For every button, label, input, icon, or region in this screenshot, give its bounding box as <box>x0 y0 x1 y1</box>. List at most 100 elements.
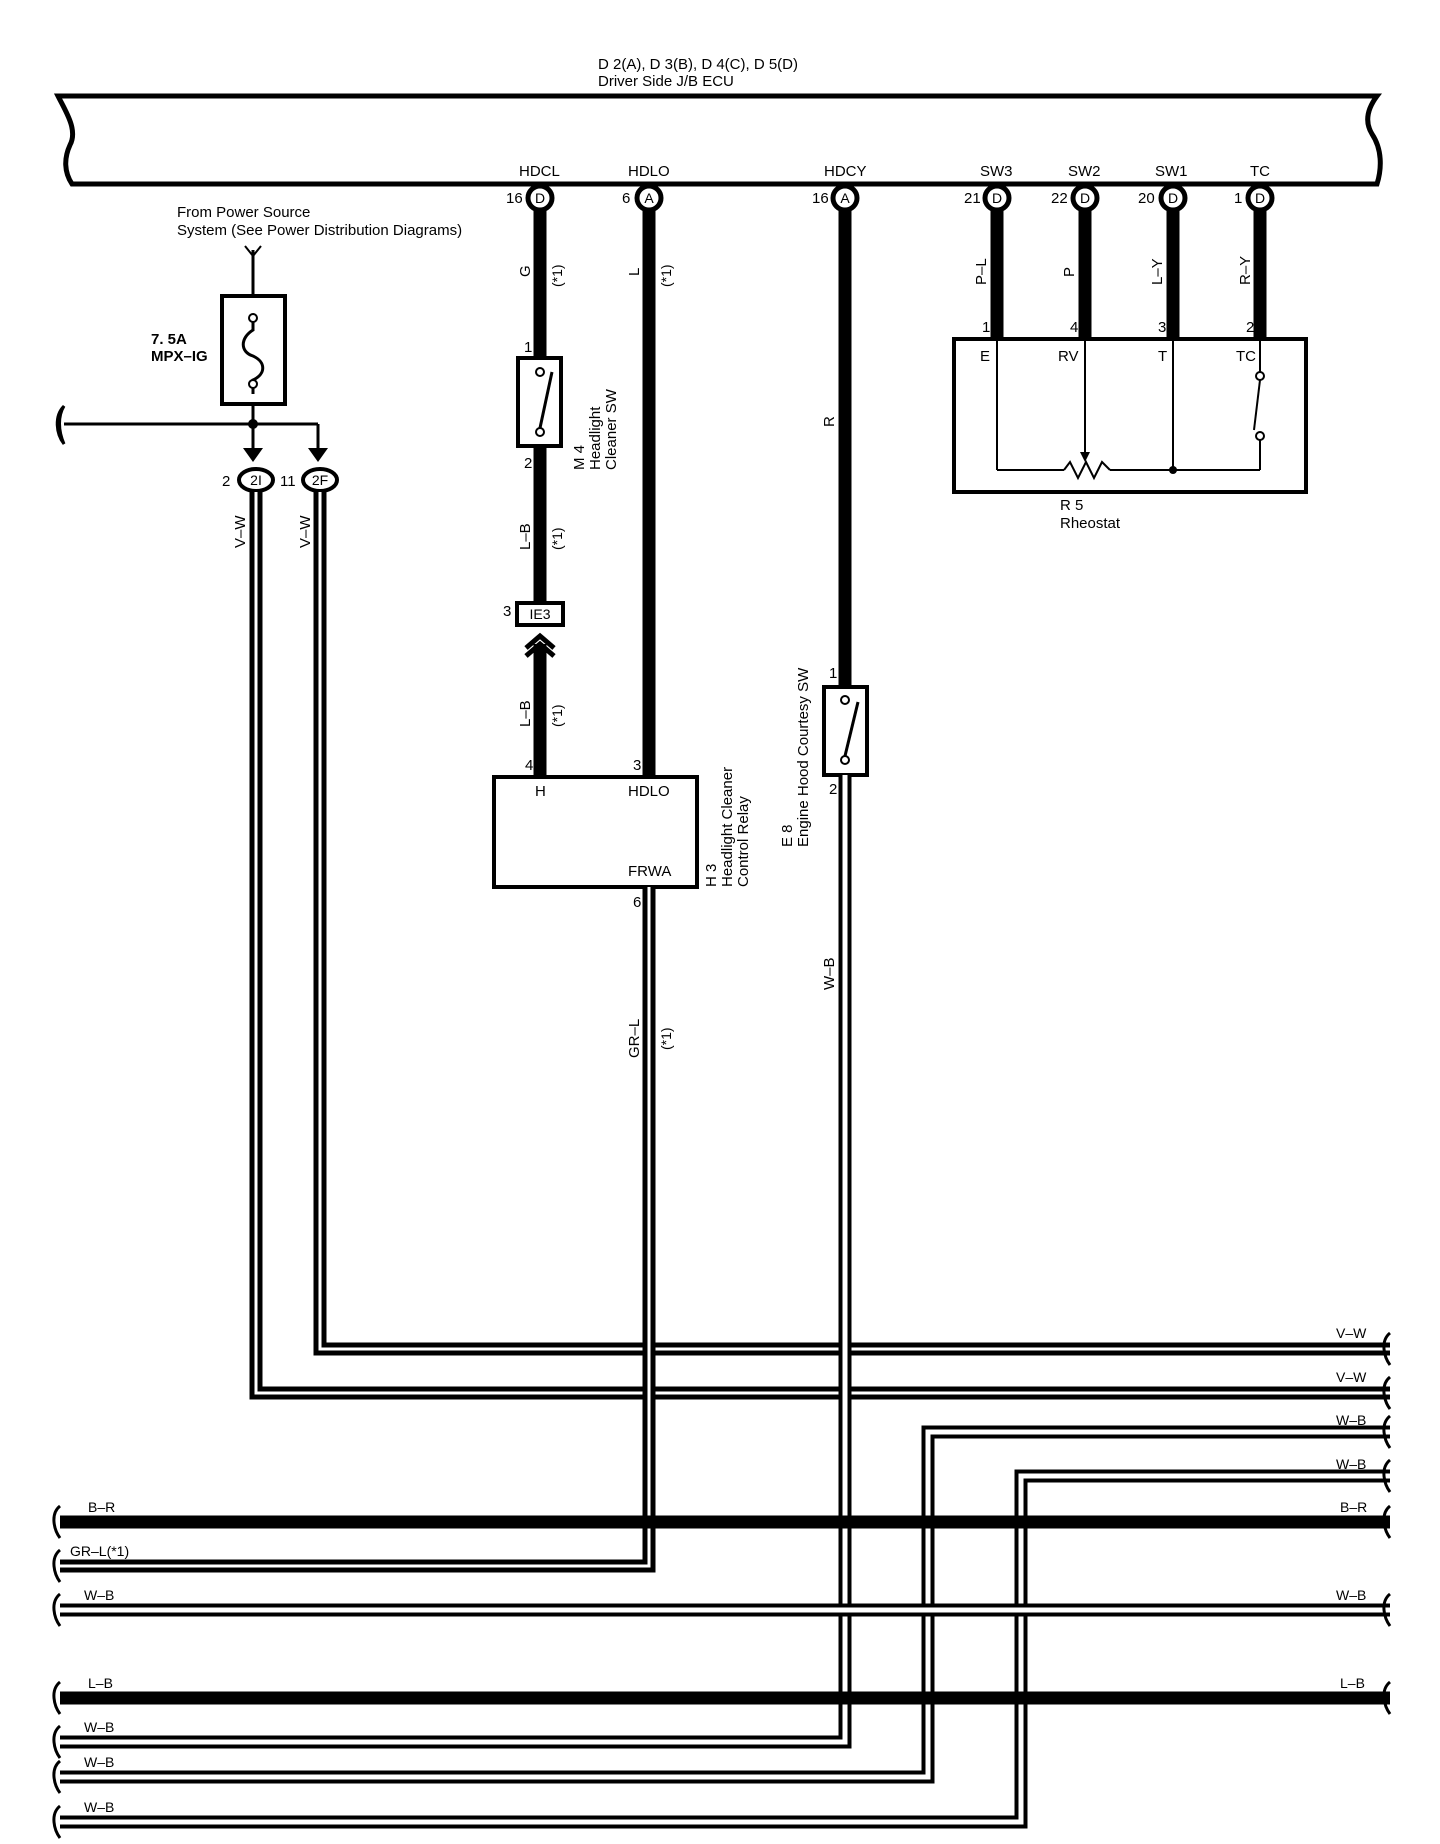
hood-sw-name: Engine Hood Courtesy SW <box>795 667 812 847</box>
bus-label-right-wb-3: W–B <box>1336 1587 1366 1603</box>
wire-label-g: G <box>517 265 534 277</box>
bus-label-right-lb: L–B <box>1340 1675 1365 1691</box>
rheostat-pin-t: 3 <box>1158 319 1166 336</box>
wire-label-l: L <box>626 268 643 276</box>
bus-label-left-wb-3: W–B <box>84 1754 114 1770</box>
terminal-sw3-pin: 21 <box>964 190 981 207</box>
connector-ie3-label: IE3 <box>529 606 550 622</box>
terminal-hdcl-conn: D <box>535 190 545 206</box>
ecu-connector-list: D 2(A), D 3(B), D 4(C), D 5(D) <box>598 56 798 73</box>
relay-ref: H 3 <box>703 864 720 887</box>
bus-label-left-wb-4: W–B <box>84 1799 114 1815</box>
rheostat-term-t: T <box>1158 348 1167 365</box>
wire-label-lb-lower: L–B <box>517 700 534 727</box>
terminal-hdlo-conn: A <box>644 190 654 206</box>
terminal-sw1-pin: 20 <box>1138 190 1155 207</box>
fuse-name: MPX–IG <box>151 348 208 365</box>
bus-label-right-vw-2: V–W <box>1336 1369 1367 1385</box>
connector-2f-label: 2F <box>312 472 328 488</box>
bus-label-left-br: B–R <box>88 1499 115 1515</box>
connector-2i-pin: 2 <box>222 473 230 490</box>
rheostat-circuit: SW3 21 D P–L SW2 22 D P SW1 20 D L–Y TC … <box>952 163 1308 532</box>
relay-term-hdlo: HDLO <box>628 783 670 800</box>
terminal-hdlo-pin: 6 <box>622 190 630 207</box>
rheostat-ref: R 5 <box>1060 497 1083 514</box>
connector-ie3 <box>515 601 565 627</box>
relay-name: Headlight Cleaner <box>719 767 736 887</box>
relay-pin-h: 4 <box>525 757 533 774</box>
power-feed: From Power Source System (See Power Dist… <box>55 204 462 493</box>
wire-label-grl-note: (*1) <box>658 1027 674 1050</box>
bus-label-left-lb: L–B <box>88 1675 113 1691</box>
wire-label-ry: R–Y <box>1237 256 1254 285</box>
wire-label-grl: GR–L <box>626 1019 643 1058</box>
bus-label-right-wb-1: W–B <box>1336 1412 1366 1428</box>
wire-wb-hood <box>60 775 852 1749</box>
terminal-hdcy-conn: A <box>840 190 850 206</box>
rheostat-pin-tc: 2 <box>1246 319 1254 336</box>
rheostat-pin-rv: 4 <box>1070 319 1078 336</box>
bus-label-left-wb-1: W–B <box>84 1587 114 1603</box>
terminal-sw3: SW3 <box>980 163 1013 180</box>
terminal-tc-conn: D <box>1255 190 1265 206</box>
hood-sw-pin-1: 1 <box>829 665 837 682</box>
wire-label-lb-upper: L–B <box>517 523 534 550</box>
bus-label-left-wb-2: W–B <box>84 1719 114 1735</box>
rheostat-pin-e: 1 <box>982 319 990 336</box>
rheostat-term-e: E <box>980 348 990 365</box>
fuse-icon <box>241 316 265 394</box>
rheostat-term-rv: RV <box>1058 348 1079 365</box>
ecu-body <box>53 93 1383 187</box>
terminal-hdcl: HDCL <box>519 163 560 180</box>
hdcy-circuit: HDCY 16 A R 1 E 8 Engine Hood Courtesy S… <box>779 163 869 847</box>
hood-sw-ref: E 8 <box>779 824 796 847</box>
terminal-hdcl-pin: 16 <box>506 190 523 207</box>
power-source-label: From Power Source <box>177 204 310 221</box>
relay-name-2: Control Relay <box>735 796 752 887</box>
connector-2f-pin: 11 <box>280 473 296 490</box>
fuse-rating: 7. 5A <box>151 331 187 348</box>
terminal-hdcy: HDCY <box>824 163 867 180</box>
rheostat-box <box>952 337 1308 494</box>
wire-label-g-note: (*1) <box>549 264 565 287</box>
wire-label-wb: W–B <box>821 957 838 990</box>
bus-label-right-vw-1: V–W <box>1336 1325 1367 1341</box>
wire-label-vw-right: V–W <box>297 515 314 548</box>
terminal-tc: TC <box>1250 163 1270 180</box>
break-marks <box>52 1331 1392 1839</box>
terminal-sw2-conn: D <box>1080 190 1090 206</box>
wire-vw-2i <box>249 492 1390 1400</box>
terminal-sw1: SW1 <box>1155 163 1188 180</box>
terminal-tc-pin: 1 <box>1234 190 1242 207</box>
rheostat-term-tc: TC <box>1236 348 1256 365</box>
wire-label-r: R <box>821 416 838 427</box>
power-source-label-2: System (See Power Distribution Diagrams) <box>177 222 462 239</box>
hdlo-circuit: HDLO 6 A L (*1) 3 <box>622 163 674 778</box>
wire-label-l-note: (*1) <box>658 264 674 287</box>
headlight-sw-name-2: Cleaner SW <box>603 388 620 470</box>
connector-2f <box>301 467 339 493</box>
terminal-hdcy-pin: 16 <box>812 190 829 207</box>
terminal-sw2-pin: 22 <box>1051 190 1068 207</box>
bus-label-right-wb-2: W–B <box>1336 1456 1366 1472</box>
ecu-name: Driver Side J/B ECU <box>598 73 734 90</box>
relay-term-h: H <box>535 783 546 800</box>
wire-label-p: P <box>1061 267 1078 277</box>
relay-pin-hdlo: 3 <box>633 757 641 774</box>
hood-sw-pin-2: 2 <box>829 781 837 798</box>
terminal-sw3-conn: D <box>992 190 1002 206</box>
rheostat-name: Rheostat <box>1060 515 1121 532</box>
relay-pin-frwa: 6 <box>633 894 641 911</box>
connector-2i-label: 2I <box>250 472 262 488</box>
headlight-cleaner-relay: H HDLO FRWA H 3 Headlight Cleaner Contro… <box>492 767 752 911</box>
wire-label-lb-lower-note: (*1) <box>549 704 565 727</box>
terminal-sw1-conn: D <box>1168 190 1178 206</box>
hdcl-circuit: HDCL 16 D G (*1) 1 M 4 Headlight Cleaner… <box>503 163 620 778</box>
relay-term-frwa: FRWA <box>628 863 671 880</box>
connector-2i <box>237 467 275 493</box>
wire-label-vw-left: V–W <box>232 515 249 548</box>
wire-label-ly: L–Y <box>1149 258 1166 285</box>
bus-label-left-grl: GR–L(*1) <box>70 1543 129 1559</box>
wire-vw-2f <box>313 492 1390 1356</box>
